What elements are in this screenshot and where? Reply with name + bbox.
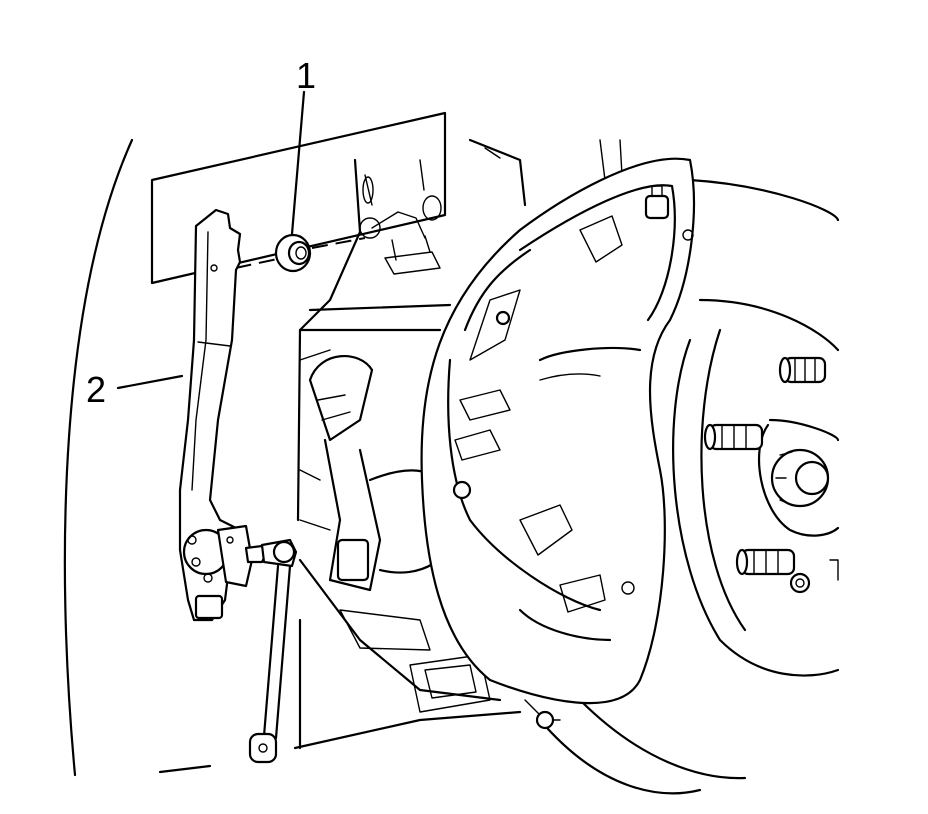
brake-caliper: [420, 157, 695, 730]
wheel-studs: [703, 356, 839, 594]
brake-rotor: [538, 139, 840, 795]
panel-plate: [150, 111, 447, 285]
level-sensor-bracket: [178, 208, 268, 622]
callout-2-leader: [116, 374, 184, 390]
wheel-hub: [757, 418, 840, 537]
body-frame: [293, 158, 522, 750]
callout-1-leader: [290, 90, 306, 236]
grommet-part: [274, 233, 312, 273]
callout-number-2: 2: [86, 369, 107, 410]
sensor-link-rod: [248, 538, 298, 764]
wheel-well-arc: [63, 138, 212, 777]
callout-number-1: 1: [296, 55, 317, 96]
